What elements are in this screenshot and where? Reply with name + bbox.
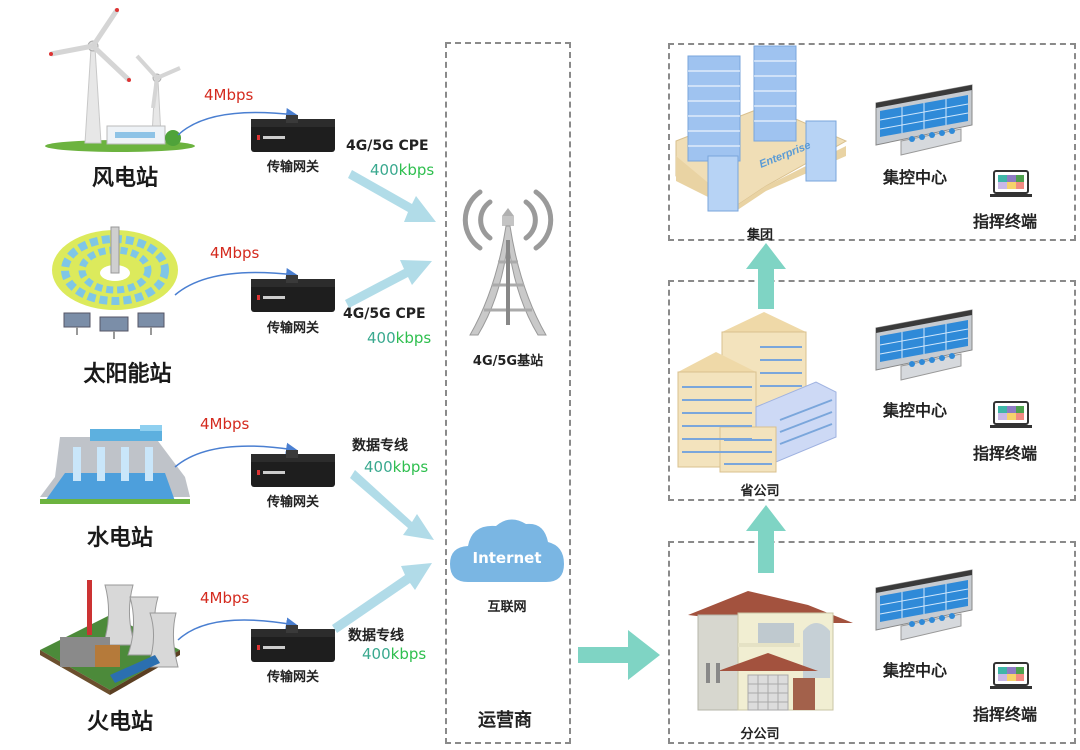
uplink-rate: 4Mbps [210, 244, 260, 262]
video-wall-icon [875, 309, 973, 381]
group-box [668, 43, 1076, 241]
link-rate-value: 400 [362, 645, 391, 663]
station-name: 风电站 [91, 166, 158, 191]
gateway-device-icon [251, 625, 335, 662]
flow-arrow [345, 260, 432, 308]
uplink-arrow [177, 107, 298, 136]
flow-arrow [348, 170, 436, 222]
uplink-rate: 4Mbps [204, 86, 254, 104]
command-terminal-label: 指挥终端 [973, 705, 1038, 724]
video-wall-icon [875, 84, 973, 156]
flow-arrow [332, 563, 432, 633]
uplink-rate: 4Mbps [200, 415, 250, 433]
gateway-device-icon [251, 115, 335, 152]
base-station-label: 4G/5G基站 [472, 354, 544, 369]
branch-house-icon [688, 591, 853, 711]
link-rate-unit: kbps [392, 458, 429, 476]
uplink-arrow [177, 617, 298, 641]
wind-turbine-icon [45, 8, 195, 152]
uplink-arrow [174, 267, 298, 296]
gateway-device-icon [251, 450, 335, 487]
province-building-icon [677, 312, 837, 473]
thermal-plant-icon [40, 580, 180, 695]
gateway-label: 传输网关 [266, 321, 319, 336]
link-rate: 400kbps [370, 161, 434, 179]
gateway-label: 传输网关 [266, 495, 319, 510]
operator-title: 运营商 [478, 710, 532, 731]
station-name: 火电站 [86, 710, 153, 735]
gateway-label: 传输网关 [266, 670, 319, 685]
link-type: 4G/5G CPE [346, 138, 429, 154]
video-wall-icon [875, 569, 973, 641]
link-rate-unit: kbps [395, 329, 432, 347]
link-rate-unit: kbps [390, 645, 427, 663]
control-center-label: 集控中心 [883, 168, 948, 187]
internet-label: 互联网 [487, 600, 527, 615]
link-type: 数据专线 [352, 438, 408, 454]
operator-box [445, 42, 571, 744]
command-terminal-laptop-icon [990, 401, 1032, 428]
right-arrow-icon [578, 630, 660, 680]
command-terminal-laptop-icon [990, 170, 1032, 197]
up-arrow-icon [746, 505, 786, 573]
level-name: 集团 [746, 228, 773, 243]
province-box [668, 280, 1076, 501]
station-name: 水电站 [86, 526, 153, 551]
gateway-device-icon [251, 275, 335, 312]
branch-box [668, 541, 1076, 744]
uplink-rate: 4Mbps [200, 589, 250, 607]
link-rate-value: 400 [367, 329, 396, 347]
solar-plant-icon [52, 226, 178, 339]
hydro-dam-icon [40, 425, 190, 504]
control-center-label: 集控中心 [883, 661, 948, 680]
command-terminal-laptop-icon [990, 662, 1032, 689]
command-terminal-label: 指挥终端 [973, 444, 1038, 463]
link-rate-unit: kbps [398, 161, 435, 179]
control-center-label: 集控中心 [883, 401, 948, 420]
cell-tower-icon [462, 189, 554, 336]
command-terminal-label: 指挥终端 [973, 212, 1038, 231]
flow-arrow [350, 470, 434, 540]
internet-cloud-icon [450, 519, 564, 582]
link-rate: 400kbps [367, 329, 431, 347]
link-rate-value: 400 [370, 161, 399, 179]
level-name: 省公司 [740, 484, 780, 499]
link-type: 数据专线 [348, 628, 404, 644]
internet-cloud-text: Internet [472, 549, 542, 567]
link-type: 4G/5G CPE [343, 306, 426, 322]
link-rate: 400kbps [362, 645, 426, 663]
link-rate-value: 400 [364, 458, 393, 476]
station-name: 太阳能站 [83, 362, 172, 387]
uplink-arrow [174, 442, 298, 468]
group-hq-building-icon: Enterprise [675, 45, 848, 212]
gateway-label: 传输网关 [266, 160, 319, 175]
link-rate: 400kbps [364, 458, 428, 476]
level-name: 分公司 [740, 727, 780, 742]
up-arrow-icon [746, 243, 786, 309]
